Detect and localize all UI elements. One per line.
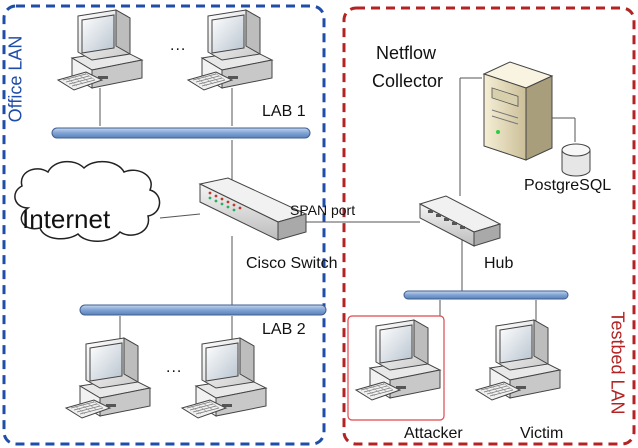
lab2-ellipsis: ... (166, 359, 183, 376)
lab1-computer-right (187, 9, 273, 91)
lab1-ellipsis: ... (170, 37, 187, 54)
database-label: PostgreSQL (524, 177, 612, 194)
wires (99, 77, 576, 346)
cloud-icon (14, 160, 161, 242)
switch-icon (198, 177, 308, 241)
lab1-label: LAB 1 (262, 103, 306, 120)
office-lan-label: Office LAN (5, 35, 26, 123)
internet-label: Internet (22, 204, 111, 234)
victim-computer (475, 319, 561, 401)
testbed-bus (403, 290, 569, 300)
lab2-bus (79, 304, 327, 316)
lab1-bus (51, 127, 311, 139)
attacker-computer (347, 315, 445, 421)
victim-label: Victim (520, 425, 564, 442)
netflow-label-line2: Collector (372, 71, 444, 91)
lab2-label: LAB 2 (262, 321, 306, 338)
switch-label: Cisco Switch (246, 255, 338, 272)
database-icon (561, 143, 591, 177)
server-icon (482, 61, 554, 161)
netflow-label-line1: Netflow (376, 43, 437, 63)
hub-icon (418, 195, 502, 247)
lab1-computer-left (57, 9, 143, 91)
lab2-computer-left (65, 337, 151, 419)
hub-label: Hub (484, 255, 514, 272)
testbed-lan-zone (342, 6, 636, 446)
span-port-label: SPAN port (290, 202, 356, 218)
attacker-label: Attacker (404, 425, 463, 442)
lab2-computer-right (181, 337, 267, 419)
testbed-lan-label: Testbed LAN (607, 311, 628, 415)
